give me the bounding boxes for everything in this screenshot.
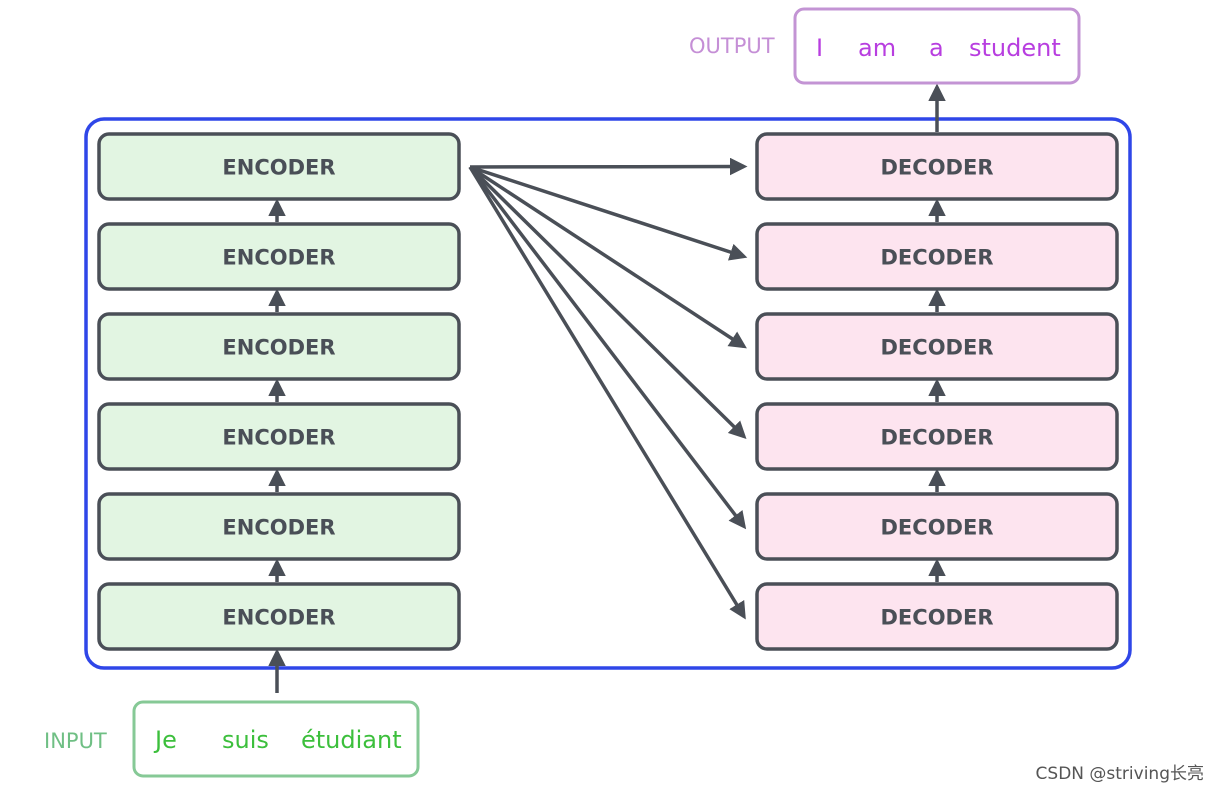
encoder-4-label: ENCODER (222, 426, 335, 450)
decoder-6-label: DECODER (881, 606, 994, 630)
fanout-arrow-4 (468, 165, 747, 439)
input-box (132, 700, 420, 778)
watermark: CSDN @striving长亮 (1035, 764, 1204, 784)
encoder-4: ENCODER (97, 402, 461, 471)
encoder-3: ENCODER (97, 312, 461, 381)
output-word-i: I (816, 34, 823, 62)
output-word-student: student (969, 34, 1061, 62)
fanout-arrow-5 (468, 165, 747, 530)
input-label: INPUT (44, 729, 107, 753)
input-word-etudiant: étudiant (301, 726, 402, 754)
decoder-1: DECODER (755, 132, 1119, 201)
decoder-4: DECODER (755, 402, 1119, 471)
encoder-1-label: ENCODER (222, 156, 335, 180)
encoder-stack: ENCODER ENCODER ENCODER ENCODER ENCODER ENCOD… (97, 132, 461, 651)
encoder-6: ENCODER (97, 582, 461, 651)
fanout-arrow-1 (469, 157, 748, 176)
decoder-3: DECODER (755, 312, 1119, 381)
output-label: OUTPUT (689, 34, 775, 58)
decoder-stack: DECODER DECODER DECODER DECODER DECODER DECOD… (755, 132, 1119, 651)
decoder-1-label: DECODER (881, 156, 994, 180)
decoder-4-label: DECODER (881, 426, 994, 450)
decoder-3-label: DECODER (881, 336, 994, 360)
decoder-6-box (755, 582, 1119, 651)
transformer-container (84, 117, 1132, 670)
input-word-suis: suis (222, 726, 269, 754)
encoder-6-label: ENCODER (222, 606, 335, 630)
output-word-am: am (858, 34, 896, 62)
encoder-5: ENCODER (97, 492, 461, 561)
output-box (793, 7, 1081, 85)
decoder-6: DECODER (755, 582, 1119, 651)
encoder-1: ENCODER (97, 132, 461, 201)
encoder-5-label: ENCODER (222, 516, 335, 540)
decoder-5: DECODER (755, 492, 1119, 561)
encoder-2: ENCODER (97, 222, 461, 291)
input-word-je: Je (153, 726, 177, 754)
fanout-arrow-3 (469, 165, 747, 349)
decoder-2-label: DECODER (881, 246, 994, 270)
connection-arrows (268, 83, 946, 693)
fanout-arrow-6 (468, 166, 746, 620)
fanout-arrow-2 (469, 165, 748, 261)
decoder-5-label: DECODER (881, 516, 994, 540)
decoder-2: DECODER (755, 222, 1119, 291)
encoder-2-label: ENCODER (222, 246, 335, 270)
encoder-3-label: ENCODER (222, 336, 335, 360)
output-word-a: a (929, 34, 944, 62)
